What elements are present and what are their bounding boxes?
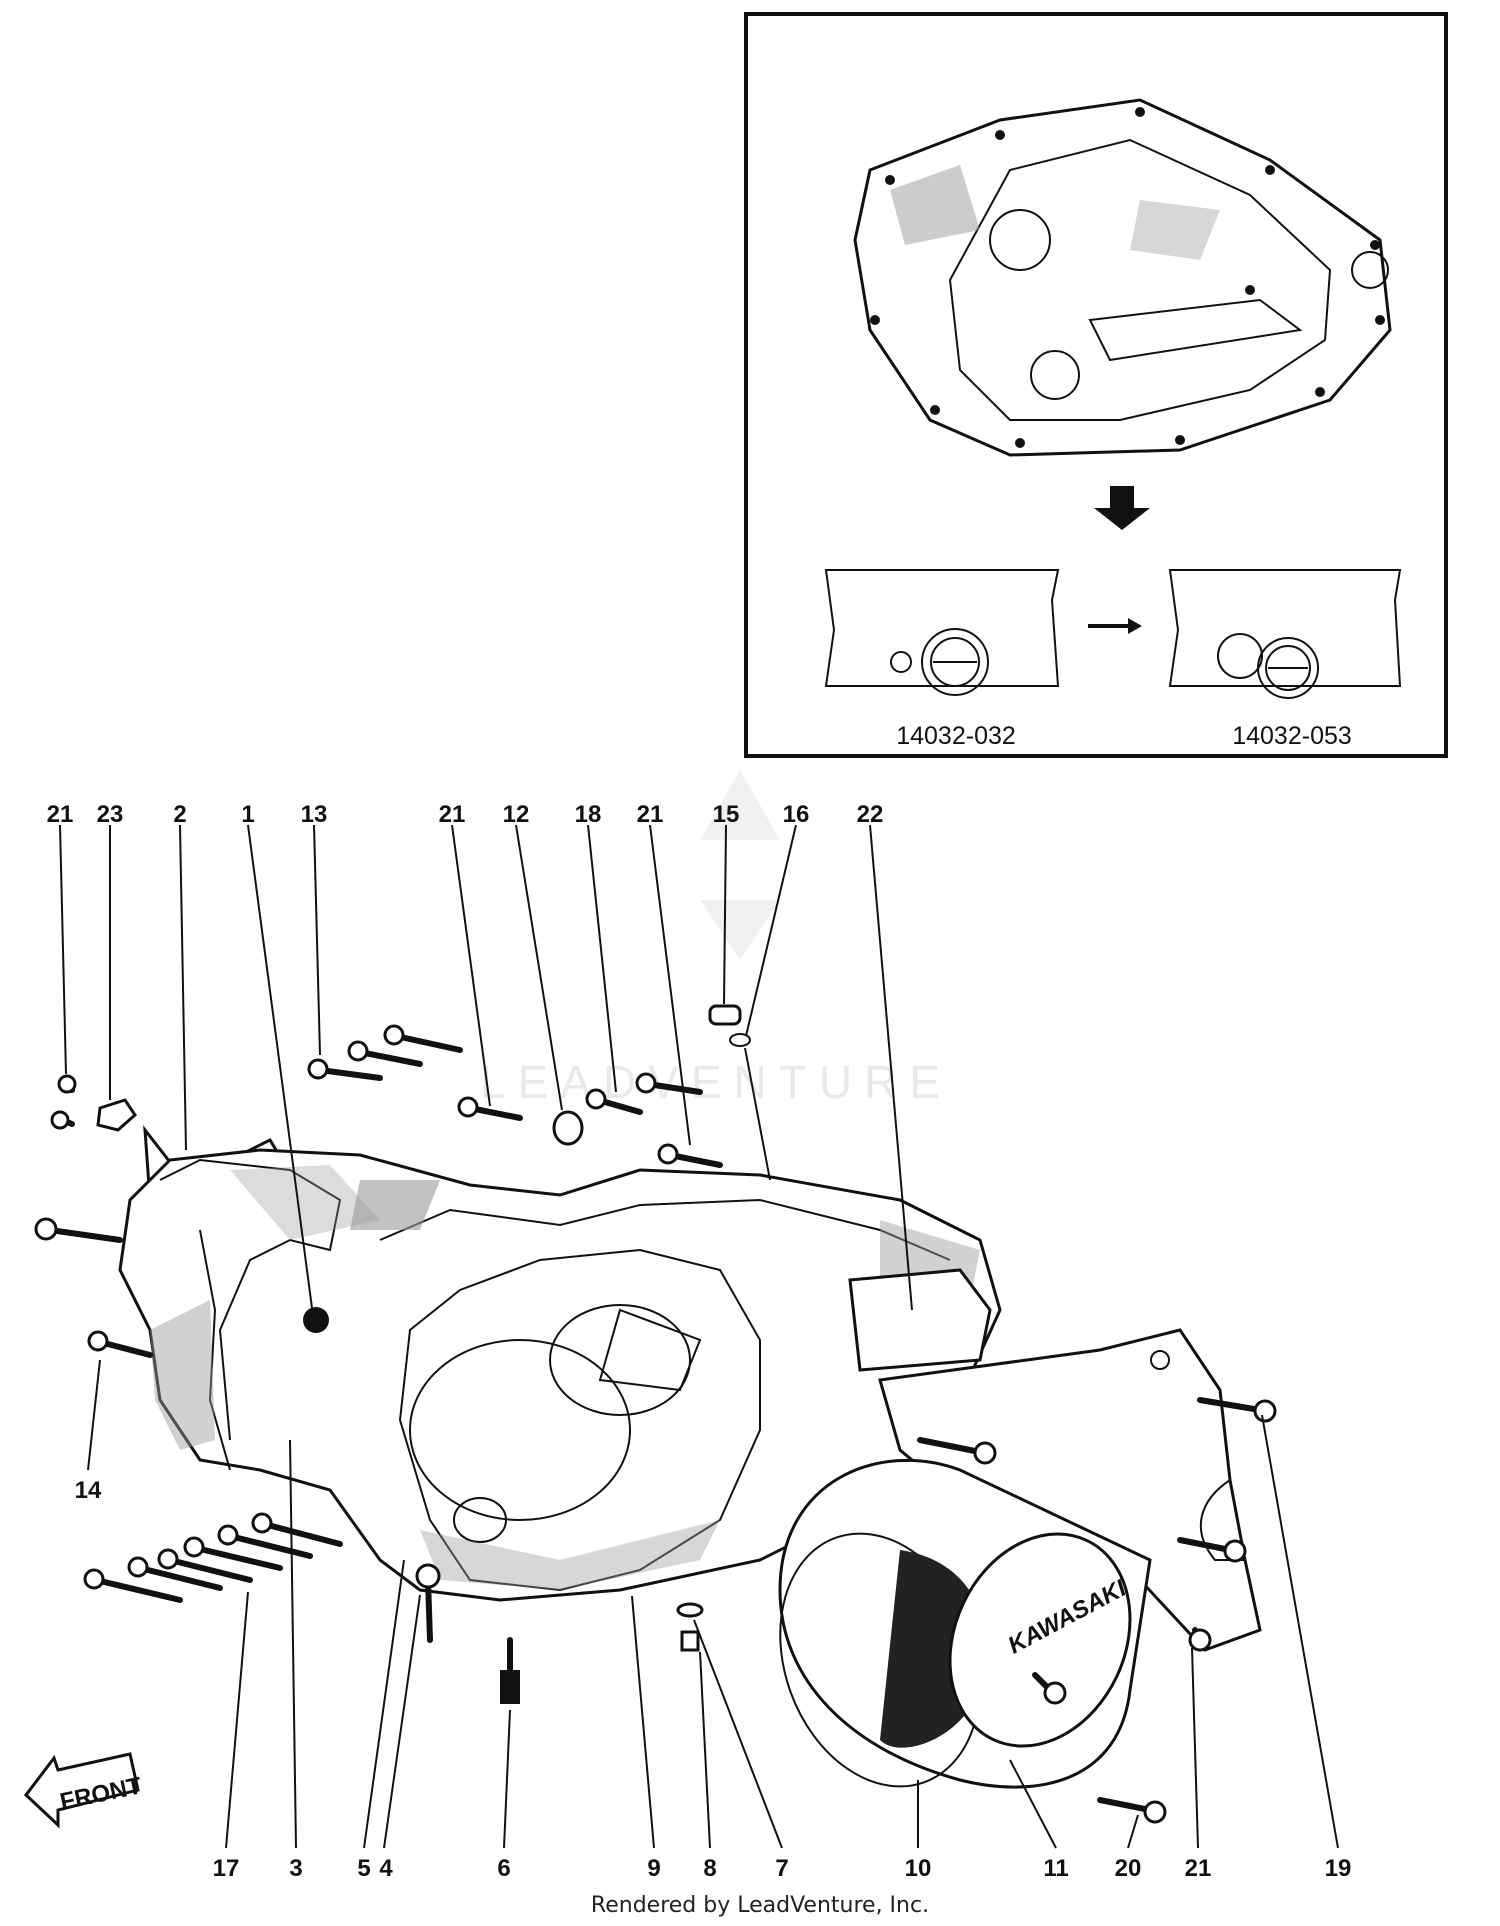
callout-21: 21 [637,801,664,828]
callout-12: 12 [503,801,530,828]
callout-20: 20 [1115,1855,1142,1882]
callout-8: 8 [703,1855,716,1882]
after-part-number: 14032-053 [1232,722,1352,750]
callout-labels: 21 23 2 1 13 21 12 18 21 15 16 22 14 17 … [47,801,1352,1882]
callout-23: 23 [97,801,124,828]
callout-1: 1 [241,801,254,828]
watermark-text: LEADVENTURE [480,1056,952,1108]
callout-17: 17 [213,1855,240,1882]
callout-16: 16 [783,801,810,828]
down-arrow-icon [1094,486,1150,530]
detail-after [1168,569,1402,699]
callout-21: 21 [439,801,466,828]
callout-9: 9 [647,1855,660,1882]
callout-13: 13 [301,801,328,828]
callout-11: 11 [1043,1855,1068,1882]
callout-15: 15 [713,801,740,828]
callout-21: 21 [47,801,74,828]
callout-10: 10 [905,1855,932,1882]
front-direction-arrow: FRONT [23,1752,144,1829]
right-arrow-icon [1088,618,1142,634]
callout-2: 2 [173,801,186,828]
callout-5: 5 [357,1855,370,1882]
before-part-number: 14032-032 [896,722,1016,750]
callout-14: 14 [75,1477,102,1504]
bolt-heads [34,1024,1277,1824]
leader-lines [59,824,1339,1849]
small-parts [96,1004,771,1704]
callout-4: 4 [379,1855,393,1882]
callout-7: 7 [775,1855,788,1882]
generator-cover-illustration: KAWASAKI [778,1328,1262,1789]
footer-credit: Rendered by LeadVenture, Inc. [591,1893,929,1918]
detail-before [824,569,1060,696]
callout-22: 22 [857,801,884,828]
callout-18: 18 [575,801,602,828]
callout-3: 3 [289,1855,302,1882]
inset-panel: 14032-032 14032-053 [744,12,1448,758]
crankcase-half-illustration [853,98,1392,457]
callout-6: 6 [497,1855,510,1882]
callout-19: 19 [1325,1855,1352,1882]
callout-21: 21 [1185,1855,1212,1882]
